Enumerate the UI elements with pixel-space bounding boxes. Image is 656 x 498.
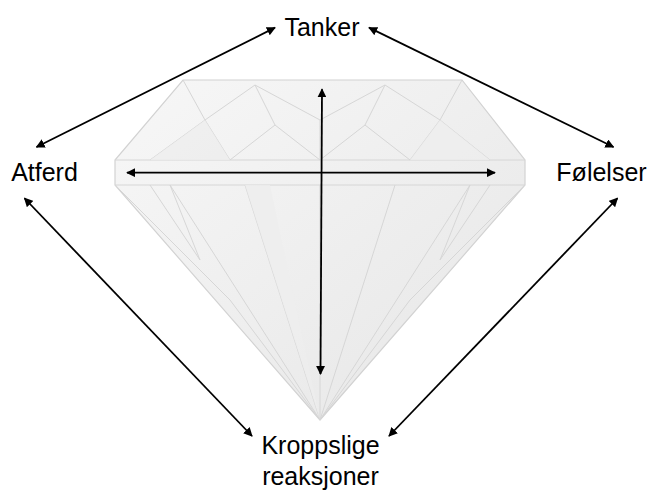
text-node: Tanker [281, 12, 363, 43]
node-label: Kroppslige reaksjoner [258, 430, 383, 493]
double-arrow [321, 89, 323, 374]
node-label: Tanker [281, 12, 363, 43]
text-node: Følelser [553, 157, 650, 188]
double-arrow [25, 198, 253, 436]
double-arrow [369, 28, 614, 147]
double-arrow [127, 172, 495, 174]
text-node: Kroppslige reaksjoner [258, 430, 383, 493]
text-node: Atferd [8, 157, 81, 188]
double-arrow [37, 28, 276, 147]
node-label: Følelser [553, 157, 650, 188]
double-arrow [389, 198, 618, 436]
node-label: Atferd [8, 157, 81, 188]
